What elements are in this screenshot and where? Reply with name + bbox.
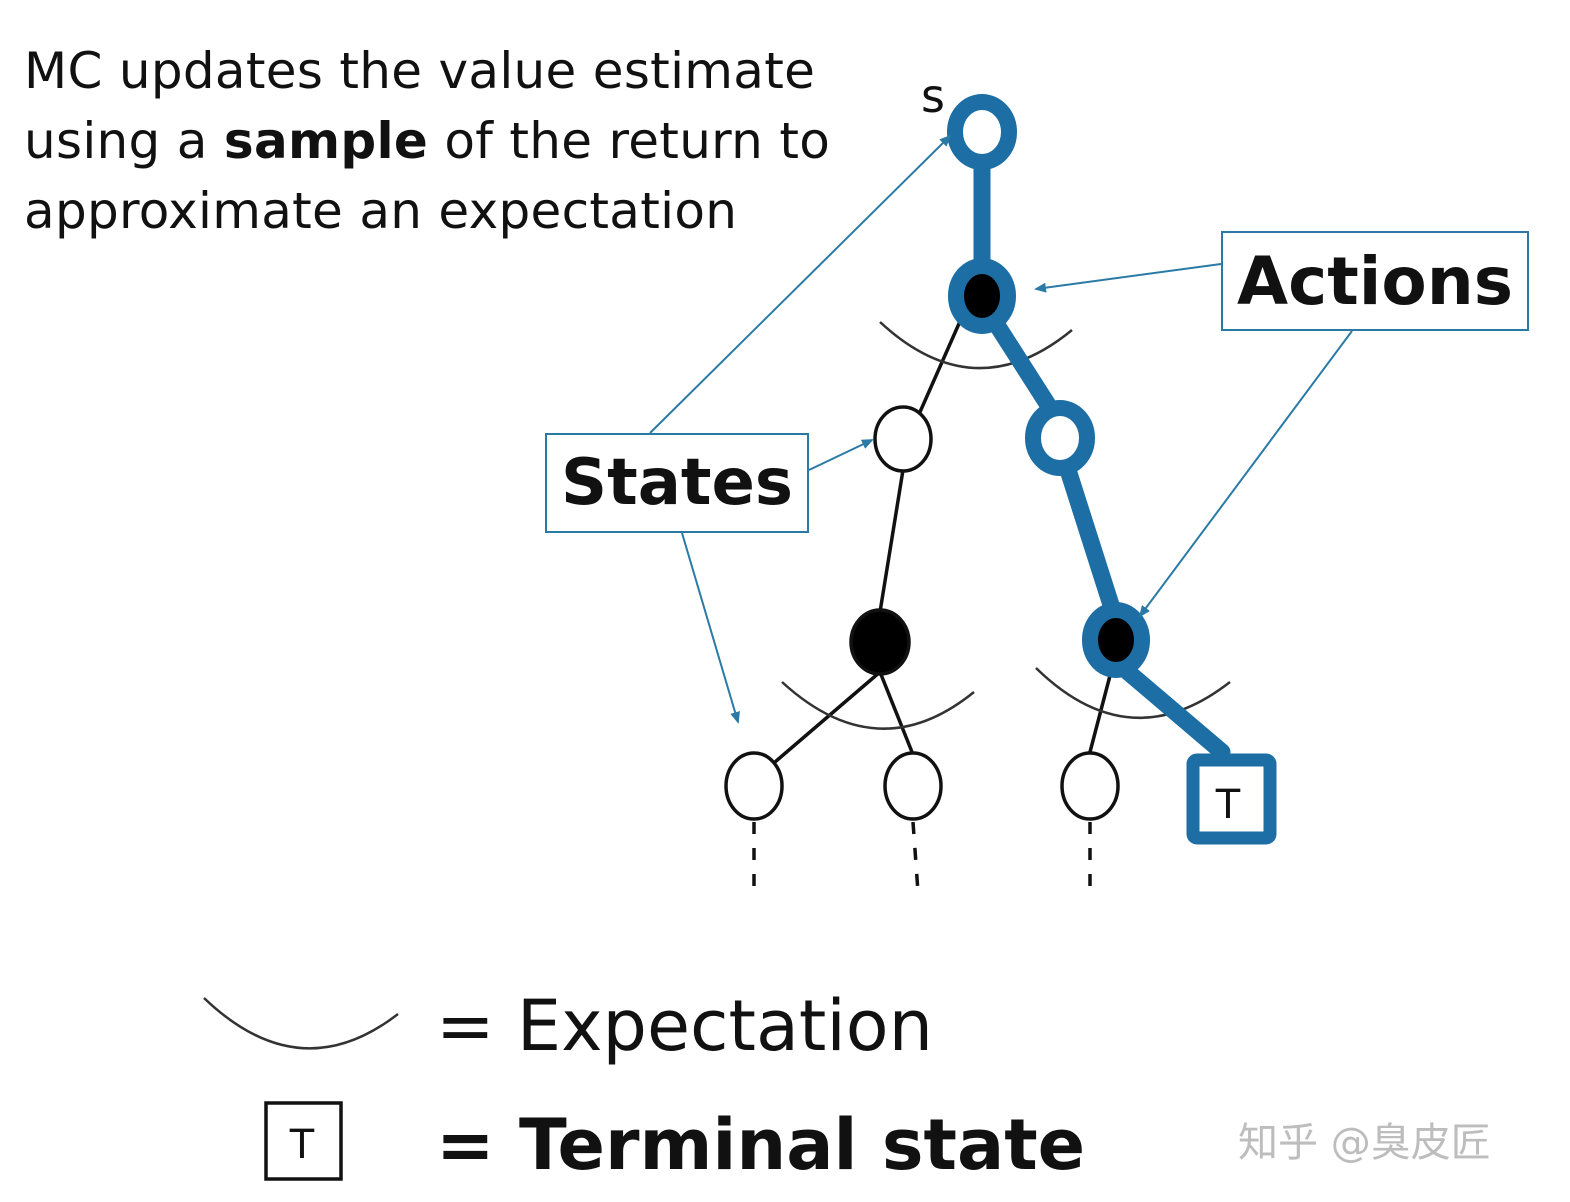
actions-label: Actions — [1237, 242, 1513, 320]
root-state-label: s — [921, 69, 945, 123]
leaf-state-node-2 — [883, 751, 943, 821]
caption-line-2-bold: sample — [223, 112, 429, 170]
state-node-left — [873, 405, 933, 473]
leaf-state-node-1 — [724, 751, 784, 821]
expectation-arc-right — [1035, 667, 1231, 719]
edge-action-left-leaf2 — [878, 671, 914, 753]
caption: MC updates the value estimate using a sa… — [24, 36, 864, 246]
caption-line-2-post: of the return to — [428, 112, 831, 170]
states-arrow-to-leaf — [681, 532, 740, 724]
legend-terminal-box — [264, 1101, 343, 1181]
state-node-right — [1025, 400, 1095, 476]
actions-label-box: Actions — [1221, 231, 1529, 331]
legend-terminal-box-label: T — [289, 1122, 315, 1168]
edge-action-left-leaf1 — [773, 670, 882, 764]
legend-terminal-text: = Terminal state — [436, 1104, 1086, 1186]
expectation-arc-top — [879, 321, 1073, 370]
terminal-node-label: T — [1215, 782, 1241, 828]
dash-leaf2 — [911, 821, 920, 893]
root-state-node — [947, 94, 1017, 170]
legend-expectation-text: = Expectation — [436, 985, 933, 1067]
actions-arrow-to-action-top — [1034, 263, 1222, 293]
expectation-arc-left — [781, 681, 975, 730]
caption-line-3: approximate an expectation — [24, 182, 738, 240]
actions-arrow-to-action-right — [1138, 330, 1353, 618]
caption-line-1: MC updates the value estimate — [24, 42, 816, 100]
states-label-box: States — [545, 433, 809, 533]
action-node-left — [849, 608, 911, 676]
states-arrow-to-state — [808, 439, 874, 471]
sampled-trajectory — [973, 156, 1231, 761]
edge-state-left-action-left — [878, 469, 905, 613]
leaf-state-node-3 — [1060, 751, 1120, 821]
caption-line-2: using a sample of the return to — [24, 106, 864, 176]
legend-expectation-arc — [203, 997, 399, 1050]
watermark: 知乎 @臭皮匠 — [1238, 1120, 1491, 1166]
action-node-right — [1082, 602, 1150, 678]
caption-line-2-pre: using a — [24, 112, 224, 170]
action-node-top — [948, 258, 1016, 334]
terminal-node — [1186, 753, 1277, 845]
states-label: States — [561, 446, 793, 520]
states-arrow-to-root — [649, 134, 952, 434]
